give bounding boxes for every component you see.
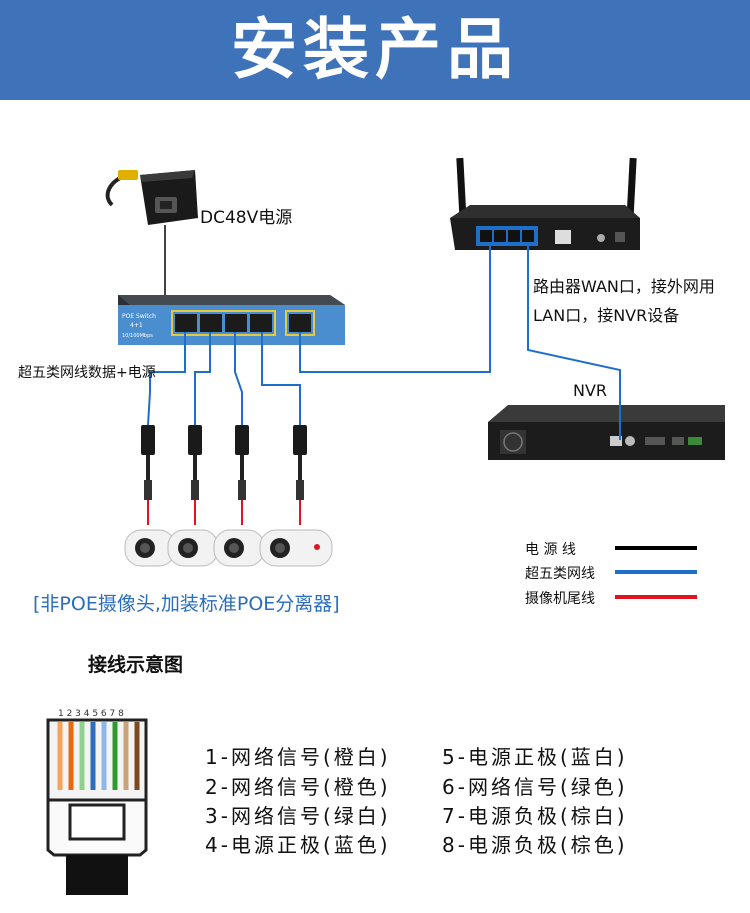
camera-note: [非POE摄像头,加装标准POE分离器]	[33, 593, 340, 615]
pin-item: 7-电源负极(棕白)	[442, 803, 628, 828]
router-label-line1: 路由器WAN口，接外网用	[533, 277, 715, 296]
pin-item: 6-网络信号(绿色)	[442, 774, 628, 799]
header-banner: 安装产品	[0, 0, 750, 100]
switch-speed-text: 10/100Mbps	[122, 333, 153, 339]
pin-item: 2-网络信号(橙色)	[205, 774, 391, 799]
switch-ports-text: 4+1	[130, 322, 143, 329]
legend-label-tail: 摄像机尾线	[525, 591, 595, 607]
wiring-title: 接线示意图	[88, 654, 184, 676]
power-adapter-icon	[105, 170, 198, 225]
nvr-icon	[488, 405, 725, 460]
camera-icons	[124, 529, 333, 567]
pin-item: 5-电源正极(蓝白)	[442, 744, 628, 769]
legend-label-network: 超五类网线	[525, 566, 595, 582]
nvr-label: NVR	[573, 381, 608, 400]
poe-splitter-icons	[141, 425, 307, 525]
poe-switch-icon: POE Switch 4+1 10/100Mbps	[118, 295, 345, 345]
rj45-connector-icon: 1 2 3 4 5 6 7 8	[46, 709, 148, 895]
pin-numbers: 1 2 3 4 5 6 7 8	[58, 709, 124, 719]
router-icon	[450, 157, 640, 250]
pin-item: 8-电源负极(棕色)	[442, 832, 628, 857]
pin-item: 4-电源正极(蓝色)	[205, 832, 391, 857]
power-supply-label: DC48V电源	[200, 208, 293, 228]
pin-item: 1-网络信号(橙白)	[205, 744, 391, 769]
network-cables	[147, 245, 621, 440]
switch-brand-text: POE Switch	[122, 313, 156, 320]
router-label-line2: LAN口，接NVR设备	[533, 306, 680, 325]
page-title: 安装产品	[231, 11, 519, 88]
pin-item: 3-网络信号(绿白)	[205, 803, 391, 828]
cable-label: 超五类网线数据+电源	[18, 365, 156, 381]
legend-label-power: 电 源 线	[525, 542, 576, 558]
